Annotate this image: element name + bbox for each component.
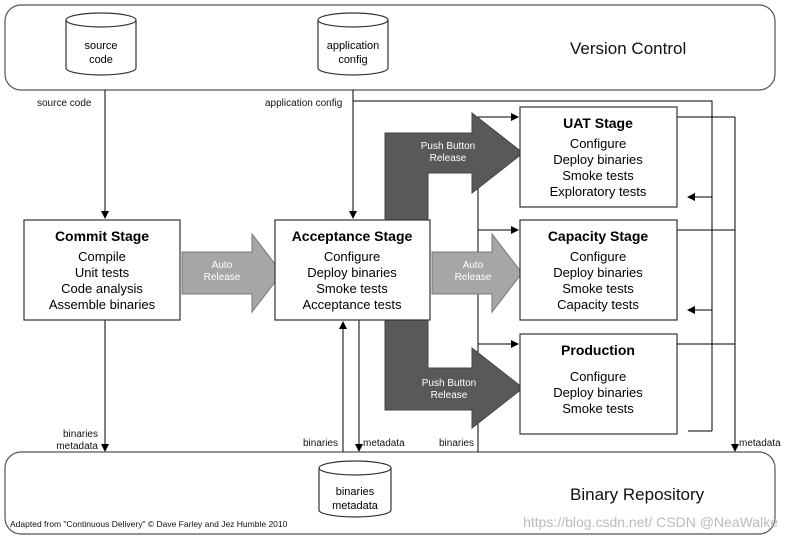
svg-text:Auto: Auto [212, 260, 233, 271]
source-code-database-icon: source code [65, 12, 137, 76]
svg-text:Configure: Configure [570, 249, 626, 264]
flow-labels: source code application config binaries … [37, 98, 781, 452]
source-code-label: source code [37, 98, 92, 109]
svg-text:Smoke tests: Smoke tests [562, 168, 634, 183]
uat-stage-box: UAT Stage Configure Deploy binaries Smok… [519, 106, 678, 208]
svg-text:Deploy binaries: Deploy binaries [553, 385, 643, 400]
svg-text:Smoke tests: Smoke tests [316, 281, 388, 296]
config-to-capacity-line [353, 100, 713, 314]
version-control-panel: Version Control [4, 4, 776, 91]
svg-text:Compile: Compile [78, 249, 126, 264]
credit-text: Adapted from "Continuous Delivery" © Dav… [10, 519, 288, 529]
svg-text:Release: Release [455, 272, 492, 283]
binaries-database-icon: binaries metadata [318, 460, 392, 518]
push-button-release-arrow-top: Push Button Release [384, 111, 524, 221]
binaries-db-line-1: binaries [336, 486, 375, 498]
metadata-right-label: metadata [739, 438, 781, 449]
acceptance-stage-box: Acceptance Stage Configure Deploy binari… [274, 219, 431, 321]
capacity-stage-box: Capacity Stage Configure Deploy binaries… [519, 219, 678, 321]
binary-repository-title: Binary Repository [570, 485, 705, 504]
application-config-label: application config [265, 98, 342, 109]
svg-text:Auto: Auto [463, 260, 484, 271]
svg-text:Code analysis: Code analysis [61, 281, 143, 296]
binaries-in-label: binaries [303, 438, 338, 449]
svg-text:Deploy binaries: Deploy binaries [307, 265, 397, 280]
watermark-text: https://blog.csdn.net/ CSDN @NeaWalke [523, 514, 778, 530]
svg-text:Release: Release [431, 390, 468, 401]
version-control-title: Version Control [570, 39, 686, 58]
svg-text:Release: Release [430, 153, 467, 164]
metadata-out-label: metadata [363, 438, 405, 449]
production-stage-box: Production Configure Deploy binaries Smo… [519, 333, 678, 435]
commit-stage-box: Commit Stage Compile Unit tests Code ana… [23, 219, 181, 321]
commit-stage-title: Commit Stage [55, 228, 149, 244]
auto-release-arrow-2: Auto Release [431, 232, 523, 314]
flow-lines [101, 90, 739, 452]
svg-text:Push Button: Push Button [421, 141, 475, 152]
binaries-db-line-2: metadata [332, 500, 379, 512]
commit-metadata-label: metadata [56, 441, 98, 452]
source-db-line-2: code [89, 54, 113, 66]
source-db-line-1: source [84, 40, 117, 52]
acceptance-stage-title: Acceptance Stage [292, 228, 413, 244]
svg-text:Release: Release [204, 272, 241, 283]
svg-text:Deploy binaries: Deploy binaries [553, 265, 643, 280]
svg-text:Assemble binaries: Assemble binaries [49, 297, 156, 312]
uat-stage-title: UAT Stage [563, 115, 633, 131]
svg-text:Unit tests: Unit tests [75, 265, 130, 280]
svg-text:Smoke tests: Smoke tests [562, 281, 634, 296]
production-stage-title: Production [561, 342, 635, 358]
app-config-database-icon: application config [317, 12, 389, 76]
svg-text:Acceptance tests: Acceptance tests [303, 297, 402, 312]
svg-text:Smoke tests: Smoke tests [562, 401, 634, 416]
config-db-line-2: config [338, 54, 367, 66]
config-db-line-1: application [327, 40, 380, 52]
capacity-stage-title: Capacity Stage [548, 228, 649, 244]
binaries-right-label: binaries [439, 438, 474, 449]
commit-binaries-label: binaries [63, 429, 98, 440]
svg-text:Capacity tests: Capacity tests [557, 297, 639, 312]
push-button-release-arrow-bottom: Push Button Release [384, 319, 524, 430]
auto-release-arrow-1: Auto Release [181, 232, 283, 314]
svg-text:Exploratory tests: Exploratory tests [550, 184, 647, 199]
svg-text:Configure: Configure [570, 369, 626, 384]
svg-text:Configure: Configure [570, 136, 626, 151]
svg-text:Configure: Configure [324, 249, 380, 264]
svg-text:Deploy binaries: Deploy binaries [553, 152, 643, 167]
svg-text:Push Button: Push Button [422, 378, 476, 389]
